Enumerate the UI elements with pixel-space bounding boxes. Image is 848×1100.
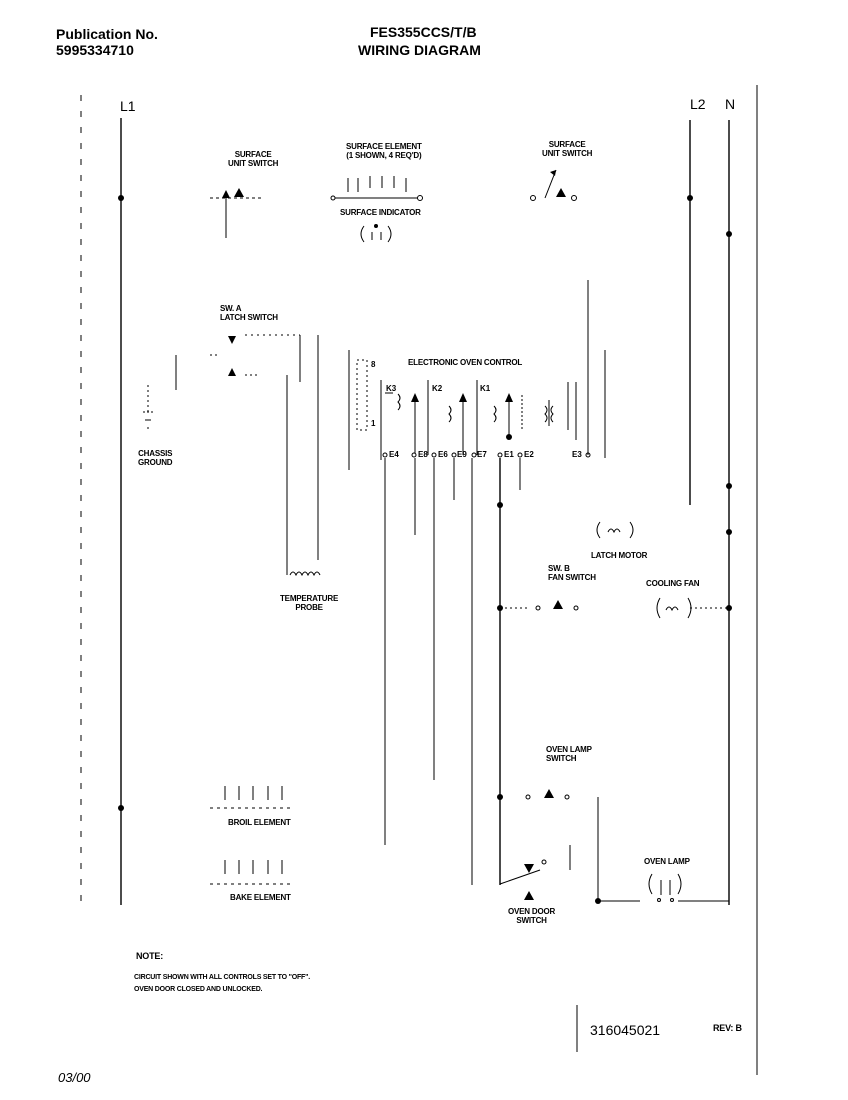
- bake-element-symbol: [210, 860, 290, 885]
- terminal-e1-label: E1: [504, 450, 514, 459]
- cooling-fan-symbol: [656, 597, 729, 619]
- oven-door-switch-symbol: [499, 845, 571, 900]
- surface-unit-switch-left-symbol: [210, 188, 262, 238]
- diagram-title: WIRING DIAGRAM: [358, 42, 481, 58]
- connector-pin-8-label: 8: [371, 360, 376, 369]
- oven-lamp-switch-symbol: [525, 789, 599, 901]
- terminal-e7-label: E7: [477, 450, 487, 459]
- node-n-e3: [726, 483, 732, 489]
- note-title: NOTE:: [136, 951, 163, 961]
- node-l1-broil: [118, 805, 124, 811]
- bus-label-l2: L2: [690, 96, 706, 112]
- note-line-2: OVEN DOOR CLOSED AND UNLOCKED.: [134, 986, 263, 993]
- bus-label-n: N: [725, 96, 736, 112]
- model-number: FES355CCS/T/B: [370, 24, 477, 40]
- revision-label: REV: B: [713, 1023, 742, 1033]
- oven-door-switch-label: OVEN DOOR SWITCH: [508, 907, 556, 925]
- electronic-oven-control-label: ELECTRONIC OVEN CONTROL: [408, 358, 523, 367]
- fan-switch-symbol: [500, 600, 579, 611]
- cooling-fan-label: COOLING FAN: [646, 579, 700, 588]
- node-n-fan: [726, 605, 732, 611]
- oven-lamp-label: OVEN LAMP: [644, 857, 690, 866]
- terminal-e3-label: E3: [572, 450, 582, 459]
- surface-unit-switch-right-symbol: [530, 169, 577, 201]
- surface-element-symbol: [330, 176, 423, 201]
- relay-k2-label: K2: [432, 384, 443, 393]
- node-l1-surface: [118, 195, 124, 201]
- bake-element-label: BAKE ELEMENT: [230, 893, 291, 902]
- temperature-probe-symbol: [289, 571, 321, 577]
- relay-k1-label: K1: [480, 384, 491, 393]
- note-line-1: CIRCUIT SHOWN WITH ALL CONTROLS SET TO "…: [134, 974, 310, 981]
- node-n-latch-motor: [726, 529, 732, 535]
- bus-label-l1: L1: [120, 98, 136, 114]
- surface-unit-switch-left-label: SURFACE UNIT SWITCH: [228, 150, 279, 168]
- terminal-e6-label: E6: [438, 450, 448, 459]
- latch-switch-label: SW. A LATCH SWITCH: [220, 304, 278, 322]
- chassis-ground-symbol: [143, 385, 153, 429]
- publication-number: 5995334710: [56, 42, 134, 58]
- electronic-oven-control-box: [348, 350, 577, 470]
- node-l2-surface: [687, 195, 693, 201]
- terminal-e4-label: E4: [389, 450, 399, 459]
- broil-element-label: BROIL ELEMENT: [228, 818, 291, 827]
- terminal-e2-label: E2: [524, 450, 534, 459]
- chassis-ground-label: CHASSIS GROUND: [138, 449, 173, 467]
- oven-lamp-symbol: [598, 873, 729, 902]
- publication-label: Publication No.: [56, 26, 158, 42]
- latch-motor-symbol: [596, 521, 634, 539]
- latch-motor-label: LATCH MOTOR: [591, 551, 648, 560]
- terminal-e9-label: E9: [457, 450, 467, 459]
- date-label: 03/00: [58, 1070, 91, 1085]
- diagram-number: 316045021: [590, 1022, 661, 1038]
- latch-switch-symbol: [175, 334, 319, 575]
- terminal-e8-label: E8: [418, 450, 428, 459]
- node-n-indicator: [726, 231, 732, 237]
- broil-element-symbol: [210, 786, 290, 809]
- surface-unit-switch-right-label: SURFACE UNIT SWITCH: [542, 140, 593, 158]
- connector-pin-1-label: 1: [371, 419, 376, 428]
- surface-element-label: SURFACE ELEMENT (1 SHOWN, 4 REQ'D): [346, 142, 422, 160]
- fan-switch-label: SW. B FAN SWITCH: [548, 564, 596, 582]
- oven-lamp-switch-label: OVEN LAMP SWITCH: [546, 745, 592, 763]
- surface-indicator-label: SURFACE INDICATOR: [340, 208, 421, 217]
- surface-indicator-symbol: [360, 224, 392, 243]
- relay-k3-label: K3: [386, 384, 397, 393]
- temperature-probe-label: TEMPERATURE PROBE: [280, 594, 339, 612]
